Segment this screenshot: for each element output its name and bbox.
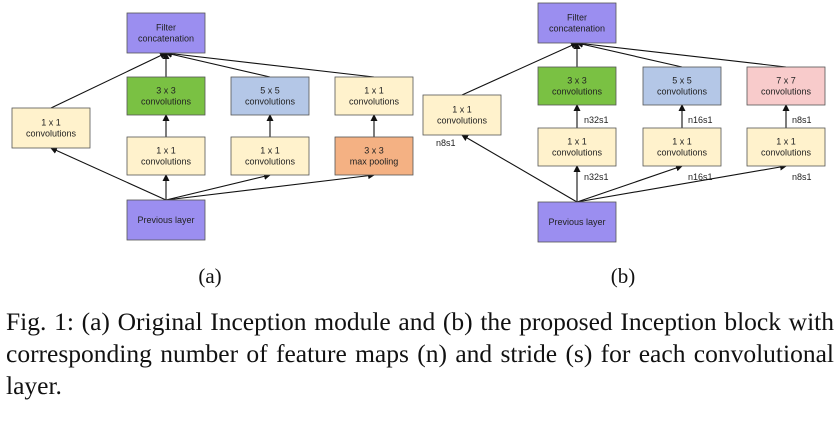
annotation-n16s1_bot: n16s1 (688, 172, 713, 182)
node-prev: Previous layer (537, 201, 617, 243)
node-label: 1 x 1 (41, 118, 61, 128)
node-label: 1 x 1 (452, 105, 472, 115)
edge-prev-to-c1a (50, 147, 167, 201)
node-label: max pooling (350, 157, 399, 167)
annotation-n8s1_top: n8s1 (792, 115, 812, 125)
node-label: convolutions (552, 87, 603, 97)
edge-prev-to-c1d (576, 163, 787, 203)
node-box (126, 136, 206, 176)
node-label: 1 x 1 (156, 146, 176, 156)
edges (461, 40, 790, 203)
node-box (537, 201, 617, 243)
node-label: concatenation (138, 34, 194, 44)
node-label: convolutions (141, 97, 192, 107)
edge-c1a-to-concat (461, 42, 578, 96)
node-label: convolutions (437, 116, 488, 126)
node-label: 3 x 3 (364, 146, 384, 156)
node-label: convolutions (245, 157, 296, 167)
figure-caption: Fig. 1: (a) Original Inception module an… (6, 307, 834, 400)
node-label: 1 x 1 (776, 137, 796, 147)
node-label: convolutions (552, 148, 603, 158)
edge-c1d-to-concat (165, 50, 375, 78)
panel-label-b: (b) (611, 264, 636, 288)
annotation-n32s1_top: n32s1 (584, 115, 609, 125)
node-label: 1 x 1 (672, 137, 692, 147)
node-label: convolutions (141, 157, 192, 167)
annotation-n8s1_bot: n8s1 (792, 172, 812, 182)
node-label: Filter (156, 23, 176, 33)
edges (50, 50, 378, 201)
node-label: convolutions (657, 148, 708, 158)
edge-prev-to-c1c (576, 164, 683, 203)
node-label: convolutions (761, 148, 812, 158)
node-box (746, 127, 826, 167)
node-label: 5 x 5 (260, 86, 280, 96)
node-prev: Previous layer (126, 199, 206, 241)
annotation-n8s1_a: n8s1 (436, 138, 456, 148)
node-label: convolutions (26, 129, 77, 139)
node-box (11, 107, 91, 149)
edge-c5-to-concat (165, 50, 271, 78)
node-box (422, 94, 502, 136)
node-label: convolutions (761, 87, 812, 97)
node-box (230, 136, 310, 176)
node-box (537, 2, 617, 44)
node-box (126, 199, 206, 241)
annotation-n16s1_top: n16s1 (688, 115, 713, 125)
node-box (334, 136, 414, 176)
node-box (126, 12, 206, 54)
node-label: convolutions (245, 97, 296, 107)
node-box (642, 127, 722, 167)
annotation-n32s1_bot: n32s1 (584, 172, 609, 182)
edge-prev-to-pool (165, 172, 375, 201)
node-label: 1 x 1 (364, 86, 384, 96)
node-label: convolutions (349, 97, 400, 107)
node-label: 3 x 3 (567, 76, 587, 86)
edge-c1a-to-concat (50, 52, 167, 109)
node-box (334, 76, 414, 116)
edge-c5-to-concat (576, 40, 683, 68)
node-box (537, 66, 617, 106)
node-box (230, 76, 310, 116)
node-box (537, 127, 617, 167)
panel-label-a: (a) (198, 264, 221, 288)
node-label: convolutions (657, 87, 708, 97)
edge-c7-to-concat (576, 40, 787, 68)
node-label: 1 x 1 (260, 146, 280, 156)
node-label: 1 x 1 (567, 137, 587, 147)
node-label: concatenation (549, 24, 605, 34)
node-label: 7 x 7 (776, 76, 796, 86)
node-label: 5 x 5 (672, 76, 692, 86)
node-label: Previous layer (137, 215, 194, 225)
node-label: 3 x 3 (156, 86, 176, 96)
node-box (746, 66, 826, 106)
node-box (126, 76, 206, 116)
node-box (642, 66, 722, 106)
node-label: Previous layer (548, 217, 605, 227)
node-label: Filter (567, 13, 587, 23)
edge-prev-to-c1a (461, 134, 578, 203)
edge-prev-to-c1c (165, 172, 271, 201)
